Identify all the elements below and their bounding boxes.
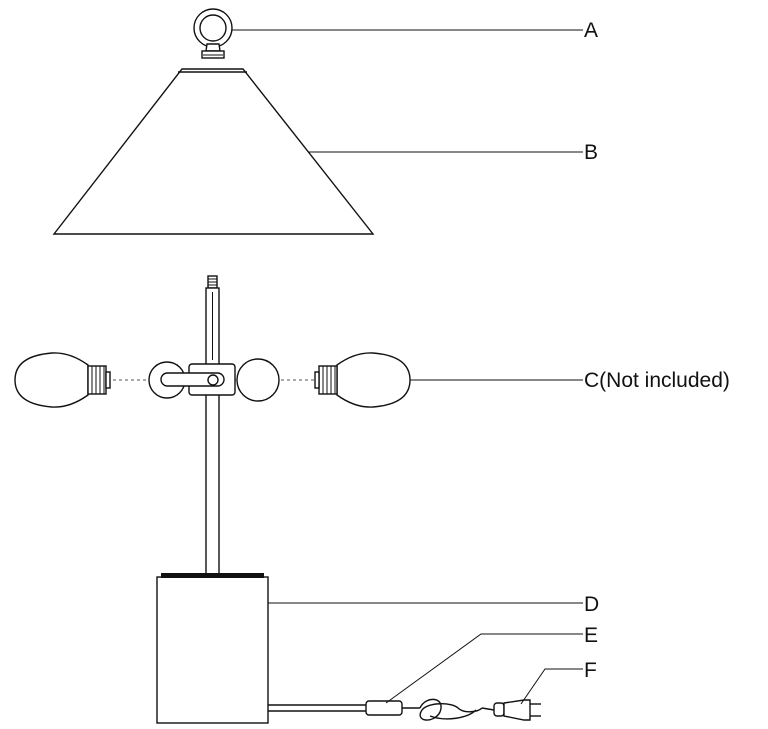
power-plug bbox=[493, 699, 541, 721]
label-b: B bbox=[584, 141, 599, 164]
label-c: C(Not included) bbox=[584, 369, 730, 392]
leader-line-f bbox=[520, 668, 583, 705]
label-f: F bbox=[584, 659, 597, 682]
bulb-left bbox=[14, 352, 111, 408]
lamp-shade bbox=[52, 68, 375, 235]
label-d: D bbox=[584, 593, 600, 616]
power-cord bbox=[268, 698, 541, 721]
leader-lines bbox=[232, 29, 583, 705]
lamp-base bbox=[156, 573, 269, 724]
label-e: E bbox=[584, 624, 599, 647]
bulb-right bbox=[314, 352, 411, 408]
light-bulbs bbox=[14, 352, 411, 408]
label-a: A bbox=[584, 19, 599, 42]
lamp-rod bbox=[205, 275, 220, 579]
leader-line-e bbox=[385, 633, 583, 704]
socket-cluster bbox=[148, 358, 280, 402]
cord-switch bbox=[365, 700, 403, 716]
finial-ring bbox=[193, 8, 233, 59]
